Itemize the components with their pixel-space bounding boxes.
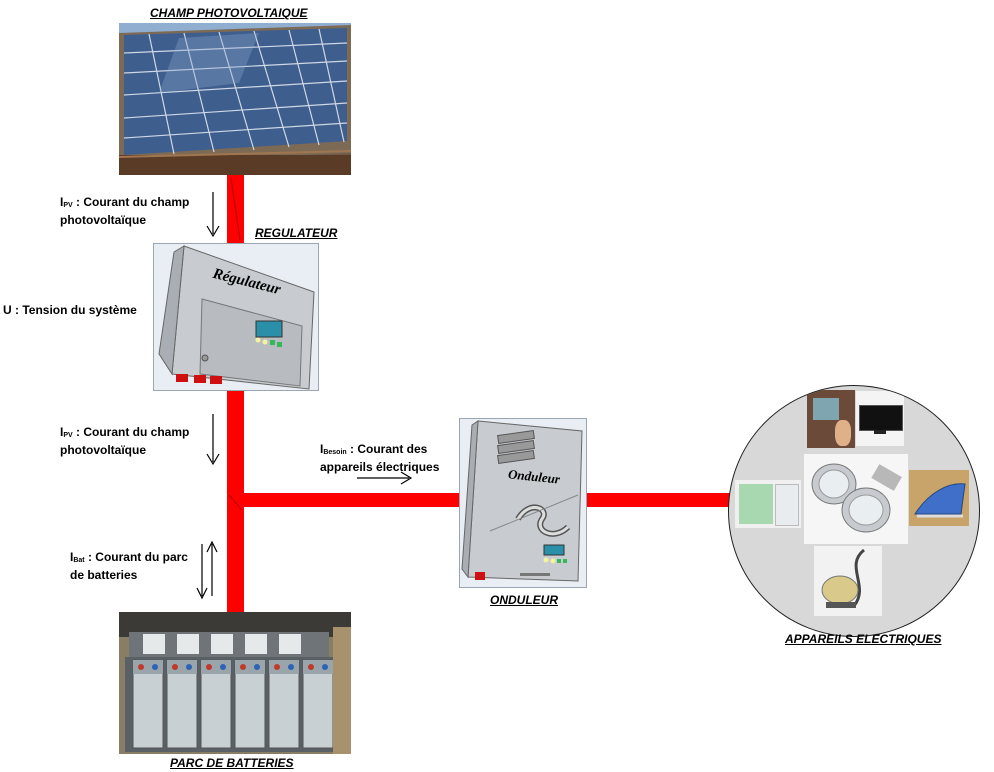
battery-bank-photo xyxy=(119,612,351,754)
label-ipv-bottom: IPV : Courant du champ photovoltaïque xyxy=(60,425,190,457)
appliances-circle xyxy=(728,385,980,637)
iron-photo xyxy=(909,470,969,526)
led-bulbs-photo xyxy=(804,454,908,544)
vacuum-photo xyxy=(814,546,882,616)
arrow-ipv-bottom-icon xyxy=(206,414,220,466)
regulator-device: Régulateur xyxy=(153,243,319,391)
label-ibat: IBat : Courant du parc de batteries xyxy=(70,550,188,582)
inverter-device: Onduleur xyxy=(459,418,587,588)
label-ibesoin: IBesoin : Courant des appareils électriq… xyxy=(320,442,440,474)
tv-viewers-photo xyxy=(807,390,855,448)
label-voltage: U : Tension du système xyxy=(3,303,137,317)
regulator-screen xyxy=(255,320,283,338)
arrow-ipv-top-icon xyxy=(206,192,220,238)
wire-fold-top xyxy=(230,177,241,241)
solar-panels xyxy=(123,28,348,155)
title-pv-field: CHAMP PHOTOVOLTAIQUE xyxy=(150,6,308,20)
title-battery-bank: PARC DE BATTERIES xyxy=(170,756,294,770)
arrow-ibat-icon xyxy=(196,540,218,600)
wire-fold-junction xyxy=(228,494,243,511)
title-appliances: APPAREILS ELECTRIQUES xyxy=(785,632,942,646)
flat-tv-photo xyxy=(856,391,904,446)
inverter-screen xyxy=(543,544,565,556)
title-inverter: ONDULEUR xyxy=(490,593,558,607)
pv-field-photo xyxy=(119,23,351,175)
arrow-ibesoin-icon xyxy=(357,471,413,485)
wire-horizontal-to-inverter xyxy=(227,493,462,507)
wire-horizontal-to-appliances xyxy=(583,493,733,507)
wire-vertical-main xyxy=(227,175,244,615)
title-regulator: REGULATEUR xyxy=(255,226,338,240)
label-ipv-top: IPV : Courant du champ photovoltaïque xyxy=(60,195,190,227)
fridge-photo xyxy=(735,480,801,528)
